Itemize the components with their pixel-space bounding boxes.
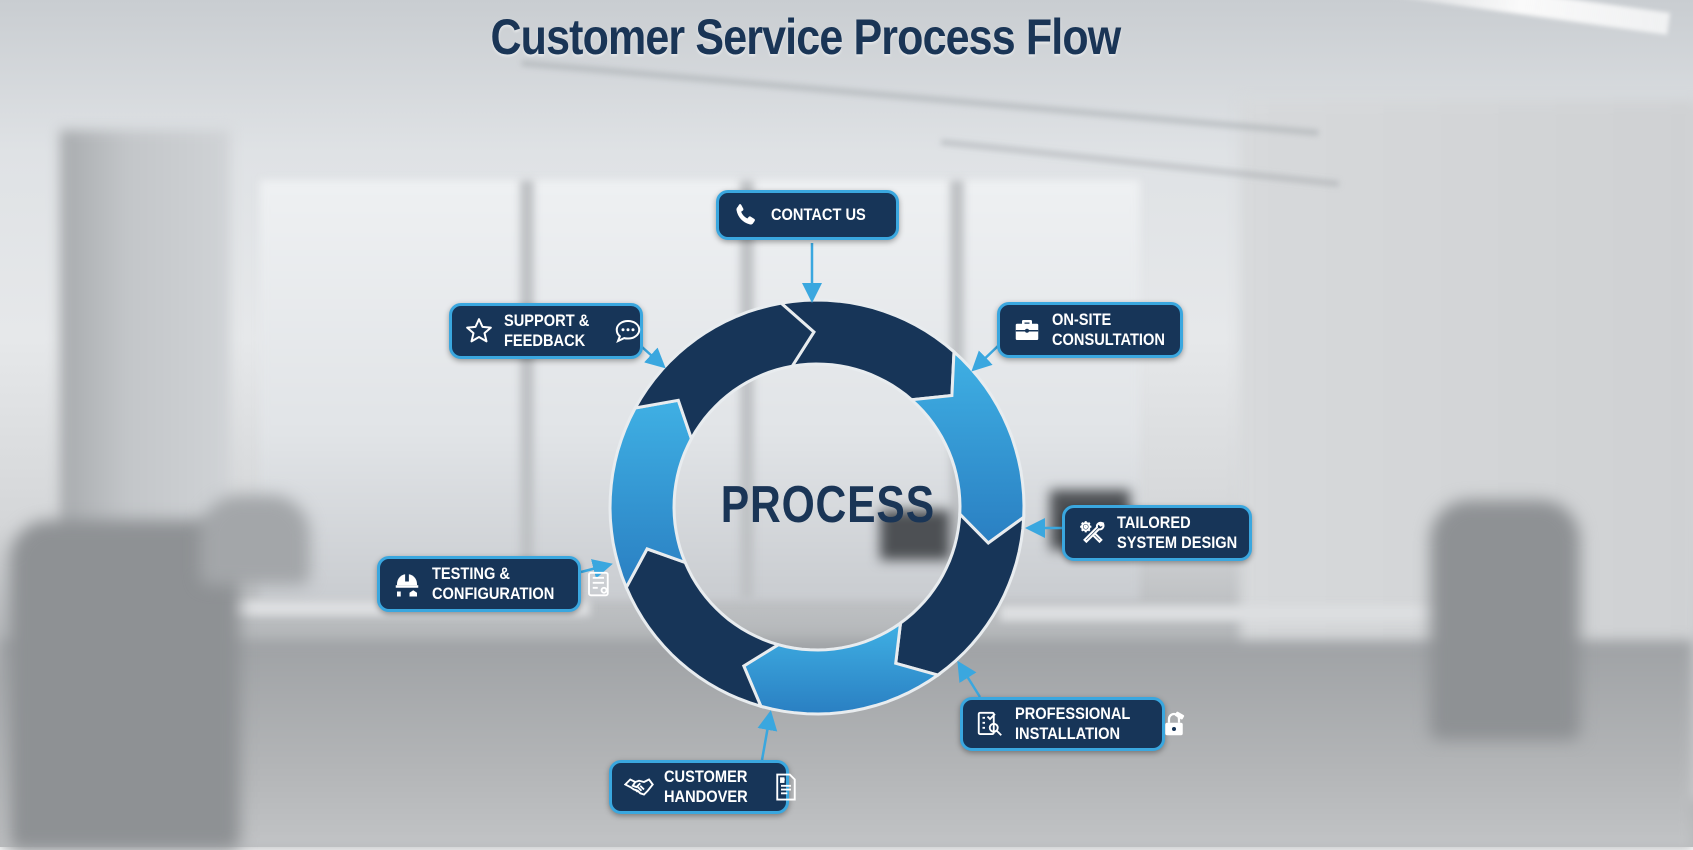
step-label-line1: ON-SITE <box>1052 310 1112 329</box>
step-label-line2: FEEDBACK <box>504 331 586 350</box>
step-label-line2: INSTALLATION <box>1015 724 1121 743</box>
step-label-line1: TAILORED <box>1117 513 1191 532</box>
clipboard-search-icon <box>975 709 1005 739</box>
bg-monitor <box>880 510 950 560</box>
document-icon <box>771 772 801 802</box>
step-label-line2: CONFIGURATION <box>432 584 555 603</box>
step-label-line1: PROFESSIONAL <box>1015 704 1131 723</box>
briefcase-icon <box>1012 315 1042 345</box>
step-label-line2: CONSULTATION <box>1052 330 1165 349</box>
connectors <box>580 243 1062 761</box>
handshake-icon <box>624 772 654 802</box>
connector-arrow-support-feedback <box>641 346 666 369</box>
star-icon <box>464 316 494 346</box>
step-label-line2: SYSTEM DESIGN <box>1117 533 1238 552</box>
step-support-feedback[interactable]: SUPPORT &FEEDBACK <box>449 303 643 359</box>
hardhat-icon <box>392 569 422 599</box>
page-title: Customer Service Process Flow <box>490 9 1121 65</box>
step-testing-configuration[interactable]: TESTING &CONFIGURATION <box>377 556 609 612</box>
connector-arrow-customer-handover <box>757 710 778 761</box>
chat-bubble-icon <box>613 316 643 346</box>
center-label: PROCESS <box>720 476 935 534</box>
connector-arrow-professional-installation <box>957 660 982 698</box>
bg-window-frame <box>520 180 534 600</box>
bg-desk <box>1000 605 1460 621</box>
ring-segment-tailored-system-design <box>894 510 1026 677</box>
checklist-icon <box>584 569 614 599</box>
gear-wrench-icon <box>1077 518 1107 548</box>
step-label-line1: SUPPORT & <box>504 311 590 330</box>
bg-chair <box>1430 500 1580 740</box>
connector-arrow-testing-configuration <box>580 559 613 579</box>
bg-chair <box>200 495 310 585</box>
step-label-line2: HANDOVER <box>664 787 748 806</box>
step-label-line1: CUSTOMER <box>664 767 748 786</box>
bg-pillar <box>60 130 230 550</box>
phone-icon <box>731 200 761 230</box>
bg-window-frame <box>740 180 754 600</box>
step-label-line1: CONTACT US <box>771 205 866 224</box>
step-label-line1: TESTING & <box>432 564 510 583</box>
ring-segment-contact-us <box>777 298 956 402</box>
process-ring <box>608 298 1026 716</box>
lock-icon <box>1159 709 1189 739</box>
step-contact-us[interactable]: CONTACT US <box>716 190 899 240</box>
connector-arrow-on-site-consultation <box>971 344 1000 372</box>
ring-segment-support-feedback <box>632 301 816 443</box>
